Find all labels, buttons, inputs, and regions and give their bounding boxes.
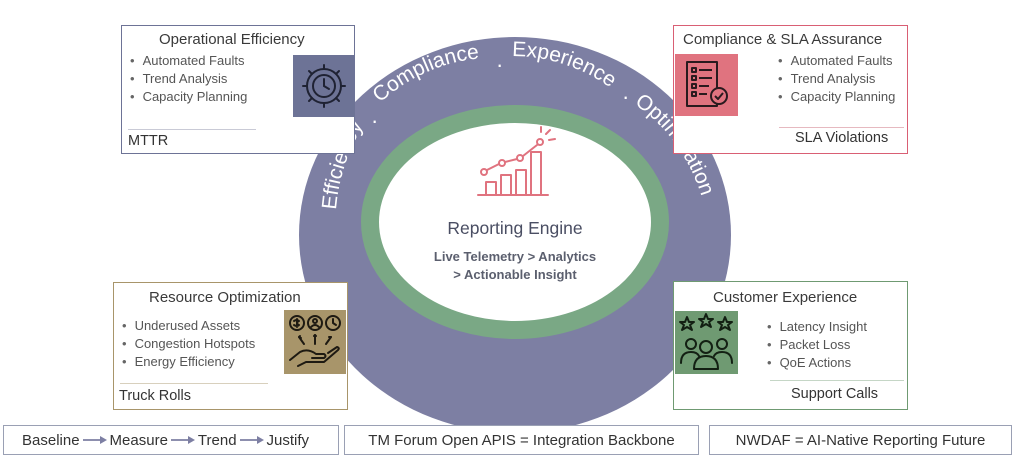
compliance-sla-card: Compliance & SLA Assurance Automated Fau…: [673, 25, 908, 154]
bullet-item: Underused Assets: [122, 317, 255, 335]
flow-step-measure: Measure: [109, 431, 168, 449]
ring-dot: ·: [496, 52, 503, 77]
arrow-right-icon: [170, 436, 195, 444]
card-title: Compliance & SLA Assurance: [683, 31, 883, 48]
arrow-right-icon: [82, 436, 107, 444]
card-bullets: Underused Assets Congestion Hotspots Ene…: [122, 317, 256, 371]
arrow-right-icon: [239, 436, 264, 444]
card-metric: Truck Rolls: [119, 388, 191, 404]
center-subtitle-line2: > Actionable Insight: [453, 267, 577, 282]
center-subtitle-line1: Live Telemetry > Analytics: [433, 249, 597, 264]
gear-clock-icon: [293, 55, 355, 117]
card-metric: Support Calls: [791, 386, 879, 402]
certificate-document-icon: [675, 54, 738, 116]
bullet-item: QoE Actions: [767, 354, 867, 372]
card-divider: [779, 127, 904, 128]
hand-resources-icon: [284, 310, 346, 374]
ring-dot: ·: [371, 108, 378, 133]
bullet-item: Packet Loss: [767, 336, 867, 354]
bullet-item: Trend Analysis: [778, 70, 895, 88]
future-text: NWDAF = AI-Native Reporting Future: [735, 431, 986, 449]
card-title: Operational Efficiency: [159, 31, 305, 48]
card-title: Resource Optimization: [149, 289, 301, 306]
card-divider: [120, 383, 268, 384]
bullet-item: Capacity Planning: [130, 88, 248, 106]
flow-step-justify: Justify: [266, 431, 310, 449]
card-bullets: Latency Insight Packet Loss QoE Actions: [767, 318, 867, 372]
bullet-item: Congestion Hotspots: [122, 335, 256, 353]
resource-optimization-card: Resource Optimization Underused Assets C…: [113, 282, 348, 410]
card-title: Customer Experience: [713, 289, 858, 306]
inner-ring: [361, 105, 669, 339]
ring-gap: [365, 108, 665, 338]
card-divider: [128, 129, 256, 130]
card-bullets: Automated Faults Trend Analysis Capacity…: [130, 52, 248, 106]
card-bullets: Automated Faults Trend Analysis Capacity…: [778, 52, 896, 106]
center-title: Reporting Engine: [447, 218, 583, 238]
card-divider: [770, 380, 904, 381]
integration-backbone-box: TM Forum Open APIS = Integration Backbon…: [344, 425, 699, 455]
card-metric: MTTR: [128, 133, 169, 149]
operational-efficiency-card: Operational Efficiency Automated Faults …: [121, 25, 355, 154]
process-flow-box: Baseline Measure Trend Justify: [3, 425, 339, 455]
bullet-item: Automated Faults: [130, 52, 247, 70]
bullet-item: Capacity Planning: [778, 88, 896, 106]
flow-step-trend: Trend: [197, 431, 237, 449]
customer-rating-icon: [675, 311, 738, 374]
growth-chart-icon: [477, 126, 556, 196]
integration-text: TM Forum Open APIS = Integration Backbon…: [368, 431, 675, 449]
flow-step-baseline: Baseline: [22, 431, 80, 449]
ring-dot: ·: [622, 84, 629, 109]
bullet-item: Automated Faults: [778, 52, 895, 70]
bullet-item: Trend Analysis: [130, 70, 247, 88]
bullet-item: Energy Efficiency: [122, 353, 255, 371]
card-metric: SLA Violations: [795, 130, 889, 146]
bullet-item: Latency Insight: [767, 318, 867, 336]
nwdaf-future-box: NWDAF = AI-Native Reporting Future: [709, 425, 1012, 455]
customer-experience-card: Customer Experience Latency Insight Pack…: [673, 281, 908, 410]
